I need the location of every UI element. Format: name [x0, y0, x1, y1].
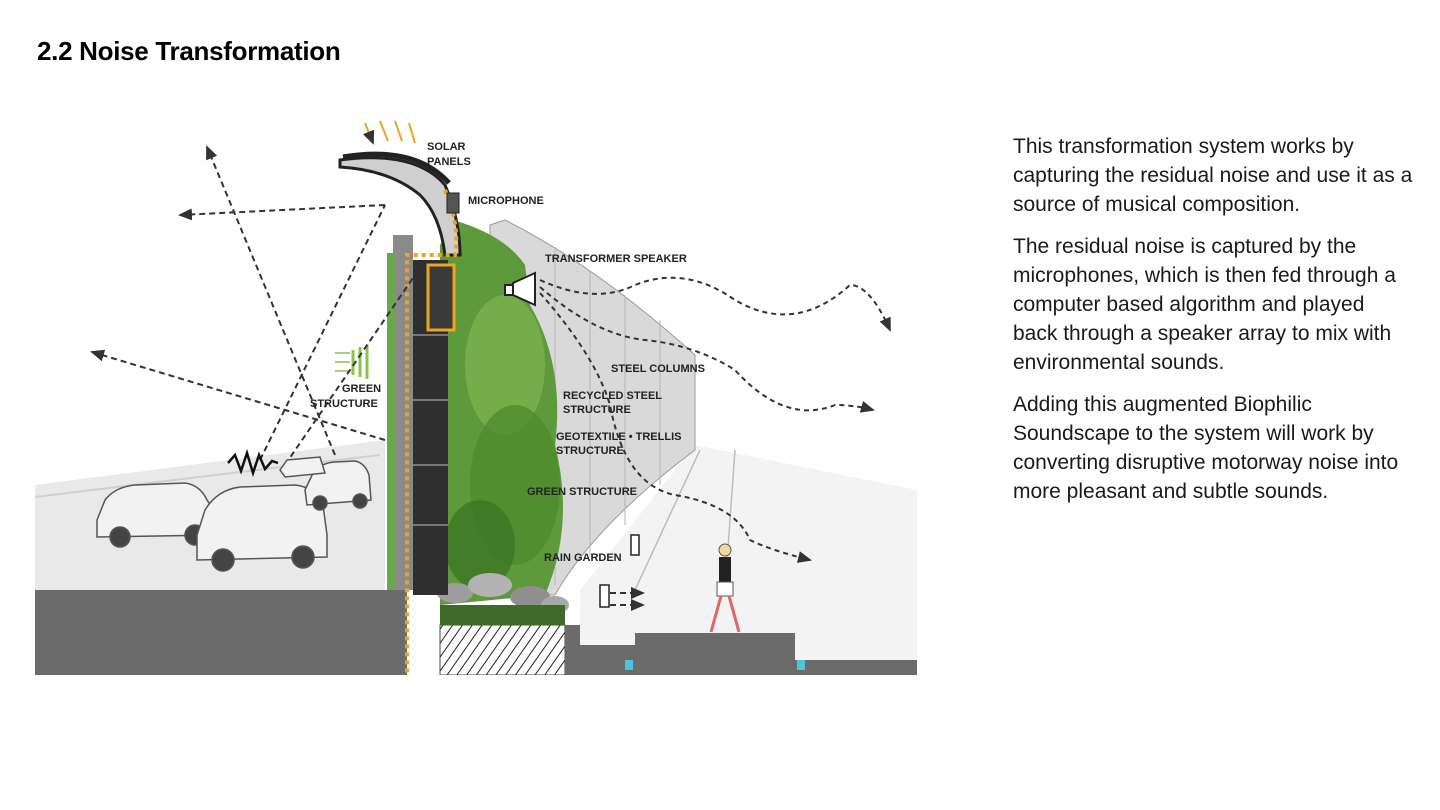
pedestrian-path: [580, 445, 917, 660]
noise-barrier-diagram: SOLAR PANELS MICROPHONE TRANSFORMER SPEA…: [35, 105, 917, 675]
label-rain-garden: RAIN GARDEN: [544, 552, 622, 564]
solar-panel-canopy: [338, 156, 462, 257]
label-solar-panels-line2: PANELS: [427, 156, 471, 168]
slide-title: 2.2 Noise Transformation: [37, 36, 341, 66]
noise-arrow-5: [284, 274, 416, 466]
ground-right: [565, 625, 917, 675]
sound-wave-1: [539, 276, 891, 332]
ground-rain-garden: [440, 625, 565, 675]
label-green-structure-right: GREEN STRUCTURE: [527, 486, 637, 498]
sun-rays-icon: [362, 120, 416, 145]
speaker-icon: [504, 271, 536, 307]
rain-garden-rocks: [437, 573, 569, 625]
green-structure-icon: [351, 345, 369, 379]
noise-zigzag-icon: [227, 448, 279, 478]
description-paragraph-1: This transformation system works by capt…: [1013, 135, 1413, 216]
drain-grate-1: [599, 584, 610, 608]
noise-arrow-3: [90, 349, 386, 441]
concrete-wall: [393, 235, 413, 590]
description-panel: This transformation system works by capt…: [1013, 132, 1413, 519]
noise-arrow-1: [178, 204, 386, 221]
label-transformer-speaker: TRANSFORMER SPEAKER: [545, 253, 687, 265]
label-solar-panels-line1: SOLAR: [427, 141, 466, 153]
cars: [96, 456, 372, 572]
green-frame-left: [387, 253, 395, 590]
label-green-structure-left-line1: GREEN: [342, 383, 381, 395]
drain-grate-2: [630, 534, 640, 556]
label-geotextile-line2: STRUCTURE: [556, 445, 624, 457]
label-recycled-steel-line1: RECYCLED STEEL: [563, 390, 662, 402]
noise-arrow-2: [206, 145, 336, 456]
ground-left: [35, 590, 407, 675]
pedestrian-figure: [709, 543, 741, 633]
microphone-icon: [446, 192, 460, 214]
label-geotextile-line1: GEOTEXTILE • TRELLIS: [556, 431, 681, 443]
battery-unit: [426, 263, 456, 332]
label-green-structure-left-line2: STRUCTURE: [310, 398, 378, 410]
sound-wave-3: [539, 292, 812, 563]
sound-wave-2: [539, 286, 875, 413]
description-paragraph-2: The residual noise is captured by the mi…: [1013, 235, 1396, 374]
description-paragraph-3: Adding this augmented Biophilic Soundsca…: [1013, 393, 1399, 503]
label-recycled-steel-line2: STRUCTURE: [563, 404, 631, 416]
label-microphone: MICROPHONE: [468, 195, 544, 207]
label-steel-columns: STEEL COLUMNS: [611, 363, 705, 375]
noise-arrow-4: [259, 204, 386, 461]
